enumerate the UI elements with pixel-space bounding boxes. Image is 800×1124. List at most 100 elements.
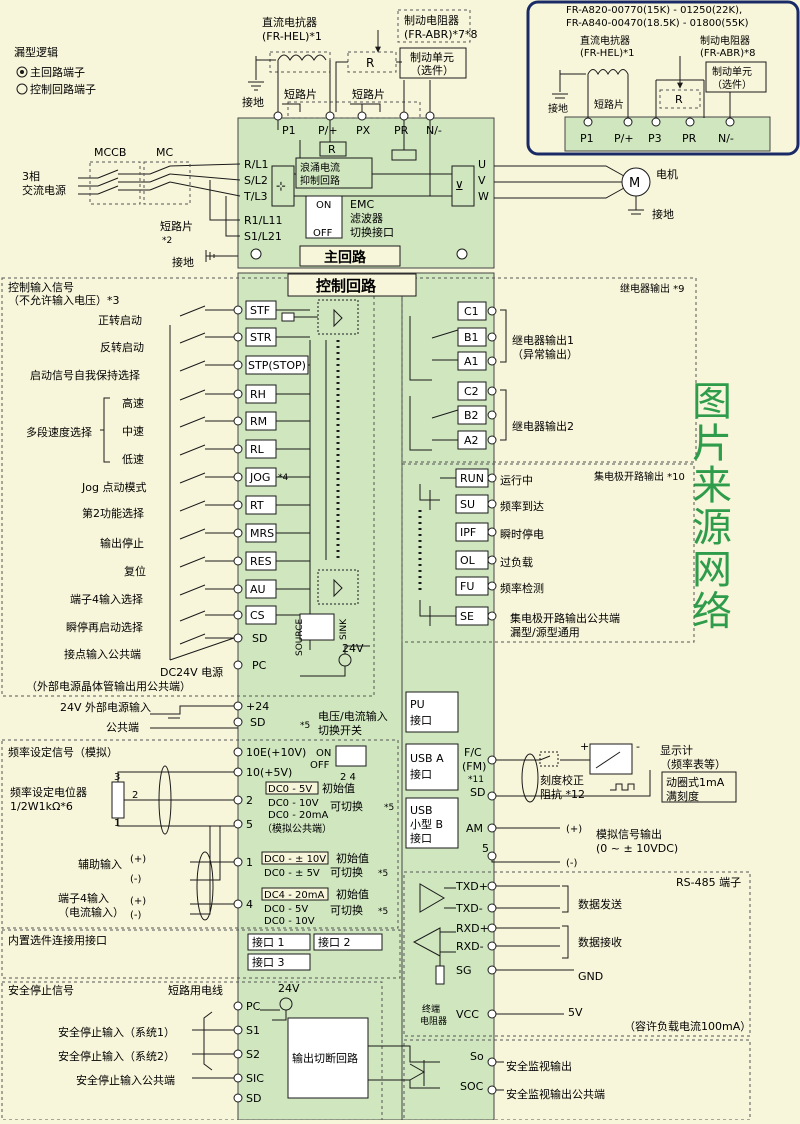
box2-common: （模拟公共端）	[262, 822, 332, 835]
emc-switch-box[interactable]	[305, 195, 343, 239]
inrush-r-box	[319, 141, 347, 157]
control-terminal-circle	[233, 389, 243, 399]
control-terminal-circle	[233, 332, 243, 342]
usb-b-port[interactable]	[405, 797, 459, 849]
oc-label: 过负载	[500, 555, 533, 569]
vi-switch-nums: 2 4	[340, 772, 356, 783]
ground-label-main: 接地	[172, 256, 194, 269]
safety-terminal-s1: S1	[246, 1024, 260, 1037]
rs485-recv: 数据接收	[578, 935, 622, 949]
dc-terminal-px: PX	[356, 124, 371, 137]
main-circuit-title: 主回路	[324, 249, 367, 266]
term-res-2: 电阻器	[420, 1015, 447, 1027]
option-port-1[interactable]	[247, 933, 311, 951]
control-input-label: 正转启动	[98, 313, 142, 327]
box1	[261, 851, 329, 865]
meter-fc-terminal	[487, 755, 497, 765]
ext24-note: *5	[300, 721, 310, 731]
safety-wires	[192, 1009, 440, 1089]
relay-terminal-b2: B2	[464, 409, 479, 422]
oc-terminal-circle	[487, 499, 497, 509]
ext24-label: 24V 外部电源输入	[60, 700, 151, 714]
rs485-terminal-circle	[487, 881, 497, 891]
rs485-terminal-circle	[487, 923, 497, 933]
rs485-terminal-circle	[487, 903, 497, 913]
relay-terminal-circle	[487, 356, 497, 366]
rs485-send: 数据发送	[578, 897, 622, 911]
safety-terminal-circle	[233, 1025, 243, 1035]
input-s-l2: S/L2	[244, 174, 268, 187]
option-port-3[interactable]	[247, 953, 311, 971]
source-sink-switch[interactable]	[299, 613, 335, 641]
option-port-2[interactable]	[313, 933, 383, 951]
usb-a-port[interactable]	[405, 743, 459, 791]
oc-terminal-circle	[487, 527, 497, 537]
vi-switch[interactable]	[335, 745, 367, 767]
input-r1-l11: R1/L11	[244, 214, 282, 227]
control-terminal-circle	[233, 584, 243, 594]
control-input-label: 接点输入公共端	[64, 647, 141, 661]
inset-terminals: P1 P/+ P3 PR N/-	[580, 117, 735, 145]
mccb-label: MCCB	[94, 146, 126, 159]
usb-b-2: 小型 B	[410, 817, 443, 831]
dc-reactor-coil	[277, 54, 327, 61]
meter-wires	[496, 743, 651, 803]
motor-ground	[628, 196, 644, 215]
ext24-plus: +24	[246, 700, 269, 713]
relay-terminal-b1: B1	[464, 331, 479, 344]
cutoff-label: 输出切断回路	[292, 1051, 358, 1065]
meter-title-2: （频率表等）	[660, 757, 726, 771]
rs485-5v: 5V	[568, 1006, 583, 1019]
input-terminal-jog: JOG	[249, 471, 270, 484]
emc-on: ON	[316, 200, 331, 211]
main-circuit-panel	[237, 117, 495, 269]
output-v: V	[478, 174, 486, 187]
pu-port-2: 接口	[410, 714, 432, 727]
inset-brake-resistor-1: 制动电阻器	[700, 34, 750, 47]
inset-model-1: FR-A820-00770(15K) - 01250(22K),	[566, 5, 742, 16]
control-title-box	[287, 273, 417, 297]
input-terminal-cs: CS	[250, 609, 265, 622]
ext24-sd: SD	[250, 716, 265, 729]
term-res-1: 终端	[422, 1003, 440, 1015]
ac-source-label-1: 3相	[22, 170, 40, 183]
box4-l1: DC4 - 20mA	[264, 890, 324, 901]
dc24-label-2: （外部电源晶体管输出用公共端）	[26, 679, 191, 693]
safety-terminal-sic: SIC	[246, 1072, 264, 1085]
vi-switch-label-1: 电压/电流输入	[318, 709, 388, 723]
option-port-1-label: 接口 1	[252, 936, 285, 949]
relay-terminal-a1: A1	[464, 355, 479, 368]
vi-switch-label-2: 切换开关	[318, 723, 362, 737]
control-input-label: 输出停止	[100, 536, 144, 550]
analog-terminal: 10E(+10V)	[246, 746, 306, 759]
mc-box	[143, 161, 191, 205]
meter-cal-2: 阻抗 *12	[540, 787, 585, 801]
safety-label-sic: 安全停止输入公共端	[76, 1073, 175, 1087]
rs485-terminal-rxd: RXD-	[456, 940, 484, 953]
inset-terminal-p3: P3	[648, 132, 662, 145]
inrush-label-2: 抑制回路	[300, 174, 340, 187]
term4-minus: (-)	[130, 910, 142, 921]
control-input-label: 低速	[122, 453, 144, 466]
pu-port[interactable]	[405, 691, 459, 733]
analog-section: 频率设定信号（模拟）	[8, 745, 118, 759]
usb-a-1: USB A	[410, 752, 444, 765]
input-switch	[179, 633, 234, 645]
relay-terminal-box	[457, 301, 487, 321]
meter-type-2: 满刻度	[666, 789, 699, 803]
oc-terminal-ipf: IPF	[460, 526, 476, 539]
oc-terminal-circle	[487, 473, 497, 483]
jog-note: *4	[278, 473, 289, 483]
control-input-section-1: 控制输入信号	[8, 280, 74, 294]
control-terminal-circle	[233, 500, 243, 510]
dc-reactor-label-1: 直流电抗器	[262, 15, 317, 29]
input-switch	[179, 472, 234, 484]
am-label-1: 模拟信号输出	[596, 827, 662, 841]
aux-plus: (+)	[130, 854, 146, 865]
pot-pin-1: 1	[114, 818, 120, 829]
box2-switch: 可切换	[330, 799, 363, 813]
aux-minus: (-)	[130, 874, 142, 885]
input-switch	[179, 444, 234, 456]
emc-off: OFF	[313, 228, 333, 239]
